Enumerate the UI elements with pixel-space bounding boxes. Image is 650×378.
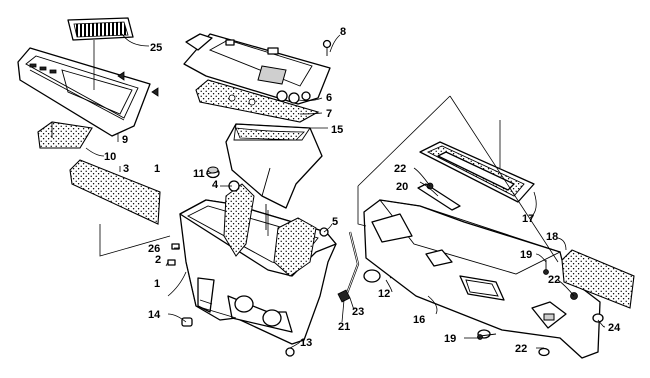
callout-24: 24 — [608, 322, 621, 334]
callout-23: 23 — [352, 306, 364, 318]
part-screw-8 — [322, 39, 332, 56]
callout-18: 18 — [546, 231, 558, 243]
callout-20: 20 — [396, 181, 408, 193]
callout-26: 26 — [148, 243, 160, 255]
callout-9: 9 — [122, 134, 128, 146]
part-foam-block — [37, 121, 93, 149]
part-foam-plate — [195, 79, 320, 123]
callout-19-lower: 19 — [444, 333, 456, 345]
callout-labels: 1 1 2 3 4 5 6 7 8 9 10 11 12 13 14 15 16… — [104, 26, 621, 355]
callout-25: 25 — [150, 42, 162, 54]
part-washer-22-bottom — [538, 347, 550, 357]
callout-13: 13 — [300, 337, 312, 349]
part-foam-block-right — [561, 249, 635, 309]
callout-5: 5 — [332, 216, 338, 228]
part-air-box-cover — [17, 47, 159, 137]
callout-6: 6 — [326, 92, 332, 104]
callout-16: 16 — [413, 314, 425, 326]
callout-3: 3 — [123, 163, 129, 175]
callout-12: 12 — [378, 288, 390, 300]
part-foam-strip — [69, 159, 161, 225]
part-air-box-body — [179, 180, 337, 345]
callout-19-upper: 19 — [520, 249, 532, 261]
part-rod — [344, 231, 360, 297]
callout-10: 10 — [104, 151, 116, 163]
callout-22-right: 22 — [548, 274, 560, 286]
callout-22-bottom: 22 — [515, 343, 527, 355]
callout-4: 4 — [212, 179, 219, 191]
part-intake-duct — [363, 199, 601, 359]
alignment-lines — [99, 95, 559, 263]
part-gasket-frame — [419, 141, 535, 203]
callout-7: 7 — [326, 108, 332, 120]
callout-14: 14 — [148, 309, 161, 321]
part-screw-19-upper — [543, 260, 549, 275]
part-cap — [206, 166, 220, 179]
callout-1: 1 — [154, 163, 160, 175]
part-grommet-14 — [181, 317, 193, 327]
callout-22-top: 22 — [394, 163, 406, 175]
leader-lines — [85, 33, 605, 349]
part-filter-housing — [225, 123, 323, 209]
callout-2: 2 — [155, 254, 161, 266]
callout-15: 15 — [331, 124, 343, 136]
callout-8: 8 — [340, 26, 346, 38]
part-end-plug — [592, 313, 604, 323]
callout-17: 17 — [522, 213, 534, 225]
callout-21: 21 — [338, 321, 350, 333]
callout-1: 1 — [154, 278, 160, 290]
part-bracket-plate — [183, 33, 331, 105]
part-vent-grille — [67, 17, 134, 41]
part-screw-2 — [167, 259, 176, 266]
part-clip-26 — [171, 243, 180, 250]
callout-11: 11 — [193, 168, 205, 180]
part-bolt-13 — [285, 347, 295, 357]
part-small-plate — [417, 183, 461, 211]
